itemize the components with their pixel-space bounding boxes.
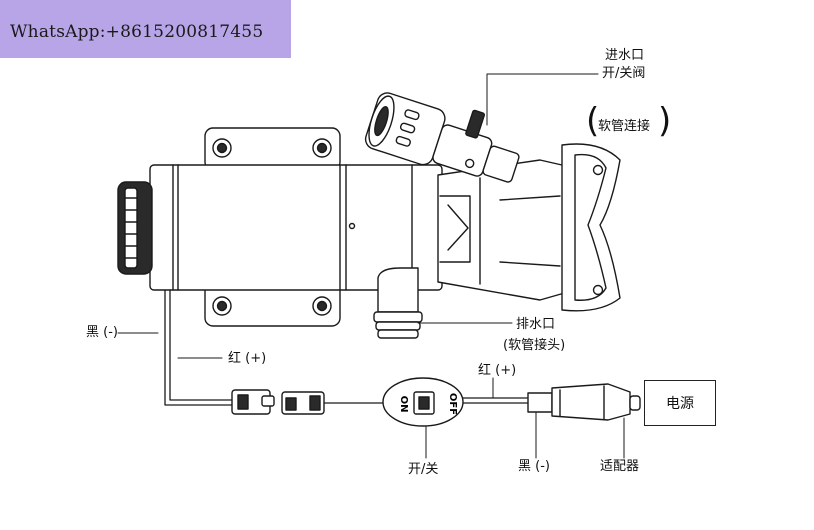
motor-body xyxy=(149,164,443,291)
switch-off-text: OFF xyxy=(447,393,458,415)
label-black-right: 黑 (-) xyxy=(518,459,550,474)
mount-bracket-top xyxy=(204,127,341,171)
label-adapter: 适配器 xyxy=(600,459,640,474)
leader-lines xyxy=(117,73,625,459)
outlet-nozzle xyxy=(373,267,423,339)
wires xyxy=(164,289,531,406)
rear-knob xyxy=(117,181,153,275)
switch-on-text: ON xyxy=(398,396,409,413)
inlet-valve xyxy=(364,92,520,183)
label-red-left: 红 (+) xyxy=(228,351,267,366)
adapter-plug xyxy=(527,383,641,421)
label-outlet-fitting: (软管接头) xyxy=(503,338,566,353)
pump-head xyxy=(437,159,576,301)
label-inlet: 进水口 xyxy=(605,48,645,63)
label-inlet-valve: 开/关阀 xyxy=(602,66,646,81)
label-black-left: 黑 (-) xyxy=(86,325,118,340)
label-outlet: 排水口 xyxy=(516,317,556,332)
connector-plug-left xyxy=(231,389,275,415)
inline-switch xyxy=(382,377,464,427)
paren-left: ( xyxy=(586,101,600,141)
label-switch: 开/关 xyxy=(408,462,439,477)
power-source-box: 电源 xyxy=(644,380,716,426)
connector-plug-right xyxy=(281,391,325,415)
pump-flange xyxy=(561,143,621,312)
label-power: 电源 xyxy=(666,396,694,412)
whatsapp-text: WhatsApp:+8615200817455 xyxy=(10,22,264,42)
label-red-right: 红 (+) xyxy=(478,363,517,378)
paren-right: ) xyxy=(658,101,672,141)
whatsapp-watermark: WhatsApp:+8615200817455 xyxy=(0,0,291,58)
label-hose-connect: 软管连接 xyxy=(598,119,651,134)
